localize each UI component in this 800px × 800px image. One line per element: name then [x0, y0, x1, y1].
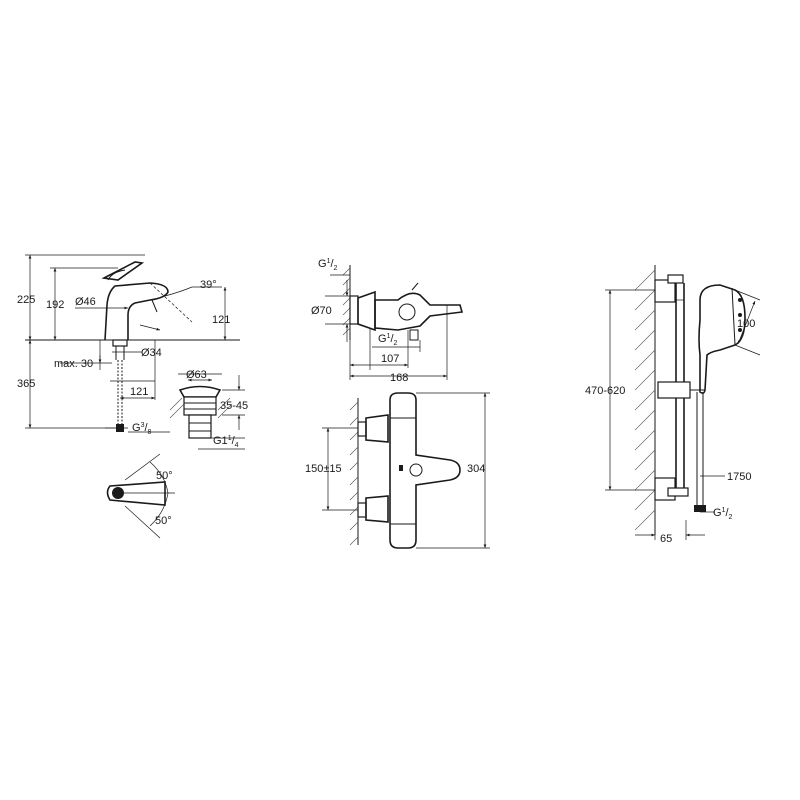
thermo-length-label: 304 — [467, 463, 485, 475]
centres-label: 150±15 — [305, 463, 342, 475]
hose-length-label: 1750 — [727, 471, 751, 483]
waste-thread-label: G11/4 — [213, 435, 239, 449]
hose-connection-label: G1/2 — [713, 507, 733, 521]
swivel-angle-top-label: 50° — [156, 470, 173, 482]
max-deck-label: max. 30 — [54, 358, 93, 370]
escutcheon-diameter-label: Ø70 — [311, 305, 332, 317]
spout-reach-label: 121 — [212, 314, 230, 326]
bath-thermostat-drawing — [322, 265, 490, 549]
basin-mixer-drawing — [25, 254, 245, 539]
height-total-label: 225 — [17, 294, 35, 306]
total-depth-label: 168 — [390, 372, 408, 384]
lever-angle-label: 39° — [200, 279, 217, 291]
swivel-angle-bottom-label: 50° — [155, 515, 172, 527]
outlet-connection-label: G1/2 — [378, 333, 398, 347]
wall-distance-label: 65 — [660, 533, 672, 545]
shower-set-drawing — [605, 265, 761, 540]
height-spout-label: 192 — [46, 299, 64, 311]
depth-label: 107 — [381, 353, 399, 365]
rail-height-label: 470-620 — [585, 385, 625, 397]
spout-diameter-label: Ø46 — [75, 296, 96, 308]
hole-diameter-label: Ø34 — [141, 347, 162, 359]
tail-offset-label: 121 — [130, 386, 148, 398]
waste-diameter-label: Ø63 — [186, 369, 207, 381]
thermo-connection-label: G1/2 — [318, 258, 338, 272]
connection-label: G3/8 — [132, 422, 152, 436]
below-deck-label: 365 — [17, 378, 35, 390]
waste-range-label: 35-45 — [220, 400, 248, 412]
hand-shower-diameter-label: 100 — [737, 318, 755, 330]
